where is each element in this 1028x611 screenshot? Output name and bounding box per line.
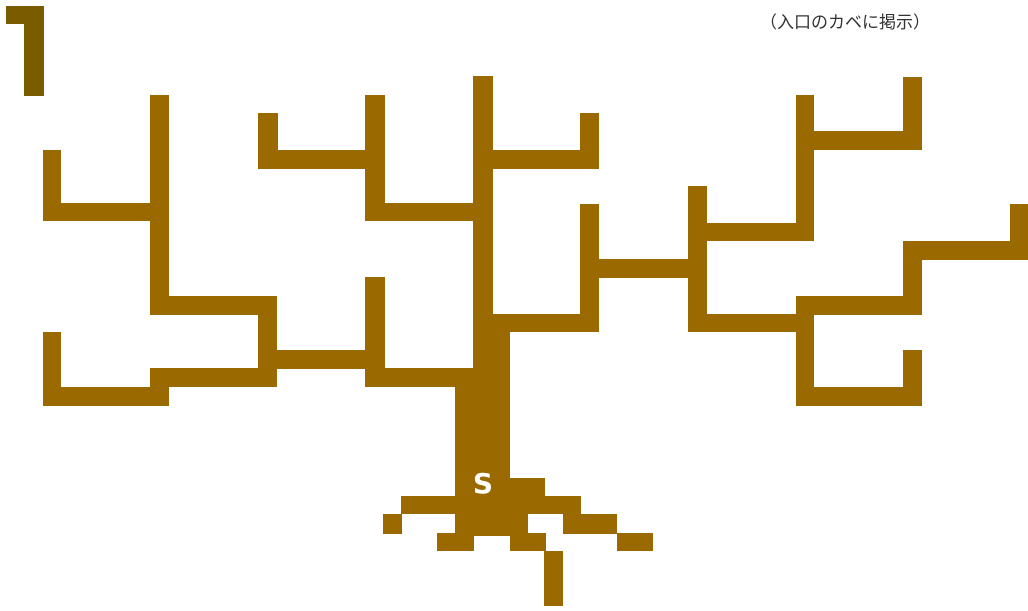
maze-paths — [43, 76, 1028, 606]
stage-number — [6, 6, 44, 96]
start-marker: S — [473, 467, 493, 500]
